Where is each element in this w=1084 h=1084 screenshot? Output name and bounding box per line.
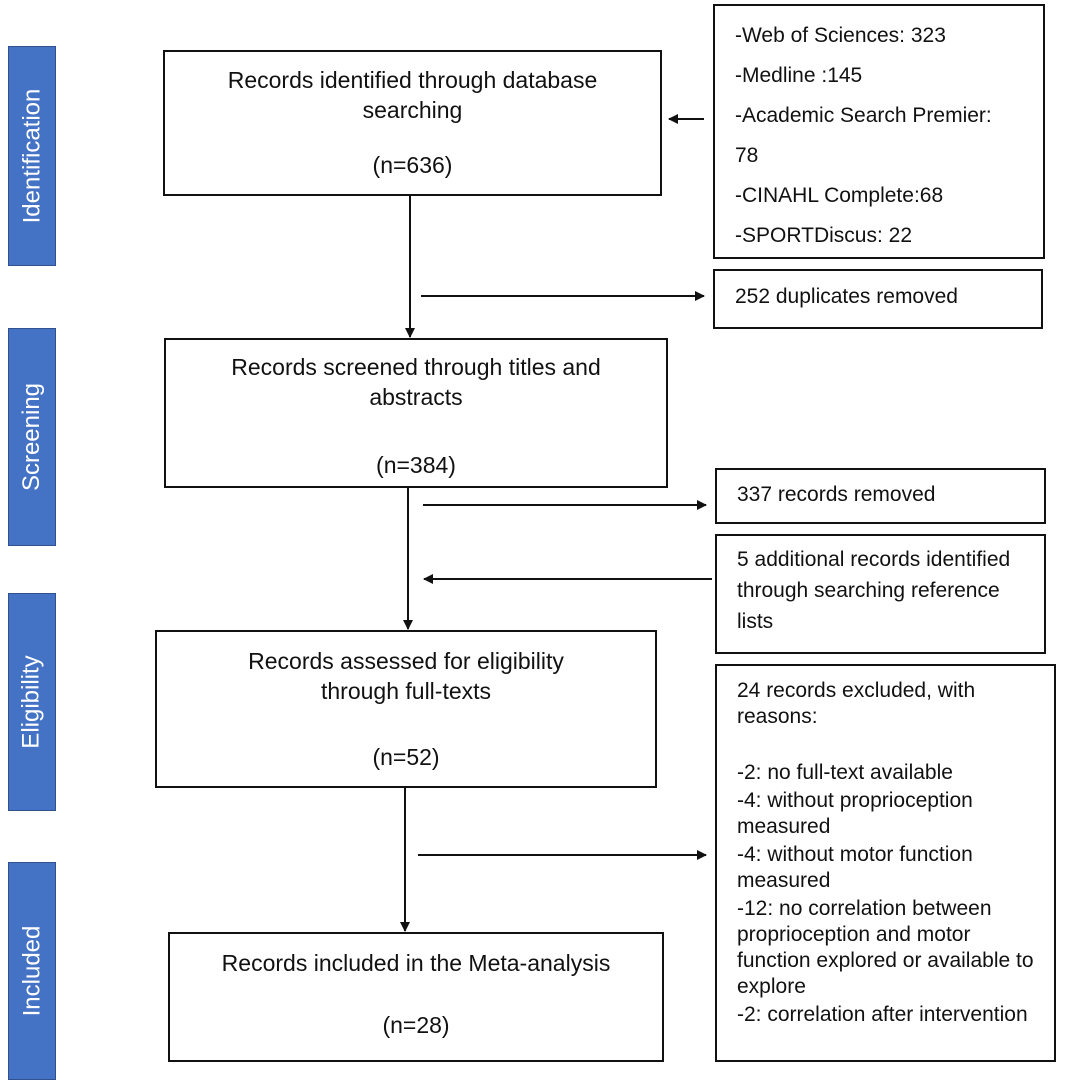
records-included-title: Records included in the Meta-analysis — [221, 950, 611, 976]
additional-records-box: 5 additional records identified through … — [715, 534, 1046, 654]
source-sportdiscus: -SPORTDiscus: 22 — [735, 224, 912, 247]
records-screened-box: Records screened through titles and abst… — [164, 338, 668, 488]
source-medline: -Medline :145 — [735, 64, 863, 87]
records-included-box: Records included in the Meta-analysis (n… — [168, 932, 664, 1062]
phase-tab-included: Included — [8, 862, 56, 1080]
excluded-records-box: 24 records excluded, with reasons: -2: n… — [715, 664, 1056, 1062]
excluded-reason-no-motor-function: -4: without motor function measured — [737, 843, 973, 892]
source-cinahl: -CINAHL Complete:68 — [735, 184, 944, 207]
excluded-reason-no-proprioception: -4: without proprioception measured — [737, 789, 973, 838]
excluded-reason-no-fulltext: -2: no full-text available — [737, 761, 953, 784]
source-web-of-sciences: -Web of Sciences: 323 — [735, 24, 946, 47]
duplicates-removed-text: 252 duplicates removed — [735, 285, 958, 308]
phase-tab-identification: Identification — [8, 46, 56, 266]
phase-tab-screening: Screening — [8, 328, 56, 546]
records-assessed-title: Records assessed for eligibility through… — [248, 648, 564, 704]
source-academic-search-premier-count: 78 — [735, 144, 759, 167]
additional-records-text: 5 additional records identified through … — [737, 548, 1011, 633]
database-sources-box: -Web of Sciences: 323 -Medline :145 -Aca… — [713, 4, 1045, 259]
records-removed-text: 337 records removed — [737, 483, 936, 506]
excluded-header: 24 records excluded, with reasons: — [737, 679, 976, 728]
source-academic-search-premier: -Academic Search Premier: — [735, 104, 992, 127]
records-identified-count: (n=636) — [372, 152, 453, 178]
excluded-reason-after-intervention: -2: correlation after intervention — [737, 1003, 1028, 1026]
records-assessed-count: (n=52) — [372, 744, 440, 770]
phase-tab-eligibility: Eligibility — [8, 593, 56, 811]
records-identified-box: Records identified through database sear… — [163, 50, 662, 196]
duplicates-removed-box: 252 duplicates removed — [713, 269, 1043, 329]
records-included-count: (n=28) — [382, 1012, 450, 1038]
records-identified-title: Records identified through database sear… — [227, 67, 598, 123]
excluded-reason-no-correlation: -12: no correlation between propriocepti… — [737, 897, 1034, 998]
records-screened-count: (n=384) — [376, 452, 456, 478]
records-assessed-box: Records assessed for eligibility through… — [155, 630, 657, 788]
records-screened-title: Records screened through titles and abst… — [231, 354, 601, 410]
records-removed-box: 337 records removed — [715, 468, 1046, 524]
